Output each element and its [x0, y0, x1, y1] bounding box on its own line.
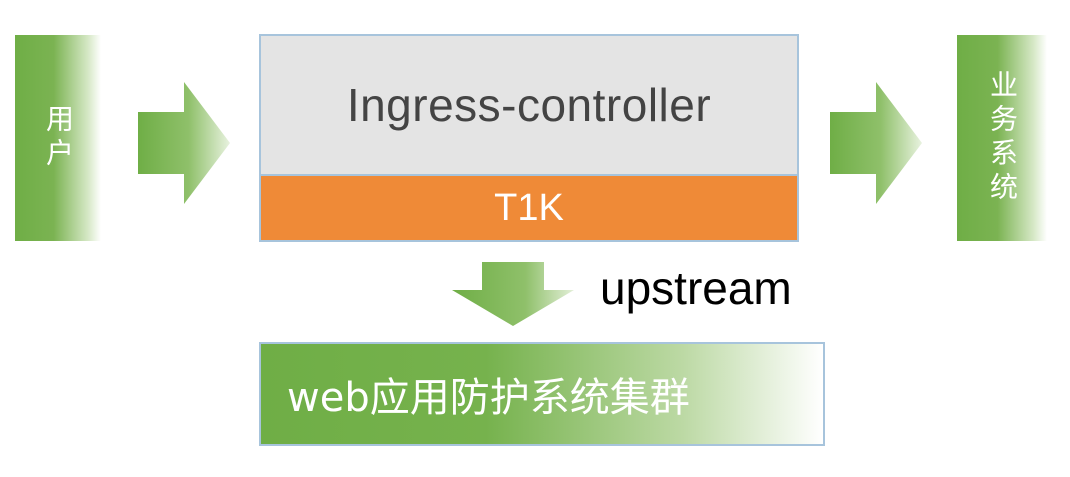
waf-cluster-box: web应用防护系统集群: [259, 342, 825, 446]
t1k-label: T1K: [494, 186, 564, 229]
business-system-label: 业务系统: [986, 70, 1019, 206]
business-system-box: 业务系统: [957, 35, 1047, 241]
arrow-down-icon: [452, 262, 574, 326]
ingress-controller-box: Ingress-controller: [259, 34, 799, 176]
waf-cluster-label: web应用防护系统集群: [287, 375, 690, 421]
upstream-label: upstream: [600, 262, 792, 314]
user-label: 用户: [42, 104, 75, 172]
ingress-controller-label: Ingress-controller: [346, 79, 712, 131]
t1k-box: T1K: [259, 176, 799, 242]
arrow-right-icon: [830, 82, 922, 204]
arrow-right-icon: [138, 82, 230, 204]
user-box: 用户: [15, 35, 101, 241]
